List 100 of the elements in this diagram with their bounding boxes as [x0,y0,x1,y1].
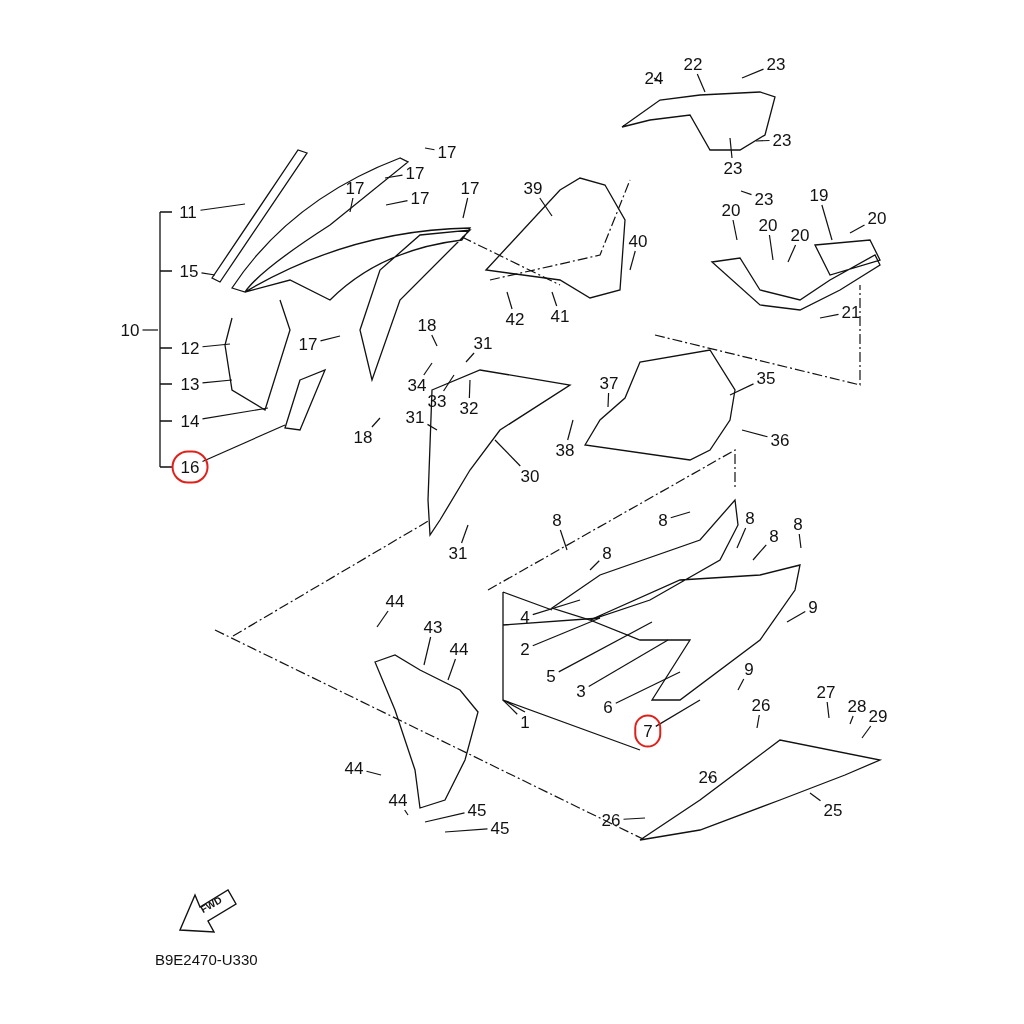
leader-line [849,224,866,234]
callout-number: 24 [644,69,664,87]
leader-line [444,828,489,833]
leader-line [199,203,246,211]
leader-line [729,137,733,159]
callout-number: 8 [769,527,779,545]
leader-line [861,725,872,739]
callout-number: 7 [634,714,662,748]
leader-line [809,792,822,802]
leader-line [768,234,774,261]
callout-number: 26 [698,768,718,786]
callout-number: 40 [628,232,648,250]
leader-line [200,272,216,276]
callout-number: 13 [180,375,200,393]
leader-line [655,699,701,727]
leader-line [588,639,669,688]
callout-number: 22 [683,55,703,73]
leader-line [629,250,636,271]
leader-line [532,617,601,647]
callout-number: 35 [756,369,776,387]
callout-number: 17 [298,335,318,353]
leader-line [826,701,830,719]
callout-number: 8 [745,509,755,527]
leader-line [201,379,233,384]
leader-line [447,658,457,681]
leader-line [787,244,797,263]
leader-line [442,374,455,392]
leader-line [404,809,409,816]
leader-line [424,147,436,151]
leader-line [741,68,765,79]
leader-line [494,439,521,467]
callout-number: 12 [180,339,200,357]
leader-line [141,329,159,331]
callout-number: 23 [723,159,743,177]
callout-number: 4 [520,608,530,626]
leader-line [615,671,681,704]
leader-line [567,419,574,441]
callout-number: 17 [460,179,480,197]
leader-line [424,812,466,823]
callout-number: 11 [179,203,197,221]
leader-line [849,715,854,725]
leader-line [462,197,469,219]
callout-number: 15 [179,262,199,280]
callout-number: 44 [385,592,405,610]
leader-line [384,174,404,179]
leader-line [559,529,568,551]
callout-number: 23 [754,190,774,208]
callout-number: 20 [790,226,810,244]
callout-number: 1 [520,713,530,731]
callout-number: 17 [345,179,365,197]
callout-number: 31 [473,334,493,352]
leader-line [371,417,381,428]
callout-number: 8 [793,515,803,533]
callout-number: 26 [601,811,621,829]
callout-number: 45 [490,819,510,837]
leader-line [622,817,646,820]
leader-line [349,197,354,213]
leader-line [426,423,438,431]
callout-number: 31 [448,544,468,562]
leader-line [755,139,771,142]
leader-line [786,610,806,623]
callout-number: 3 [576,682,586,700]
callout-number: 18 [353,428,373,446]
callout-number: 23 [766,55,786,73]
callout-number: 34 [407,376,427,394]
callout-number: 41 [550,307,570,325]
leader-line [201,407,269,420]
leader-line [460,524,469,544]
callout-number: 31 [405,408,425,426]
callout-number: 44 [449,640,469,658]
callout-number: 44 [344,759,364,777]
leader-line [201,343,231,348]
leader-line [558,621,653,673]
leader-line [696,73,706,93]
leader-line [737,678,745,691]
leader-line [502,699,518,715]
leader-line [589,560,600,571]
leader-line [752,544,767,561]
callout-number: 28 [847,697,867,715]
leader-line [468,379,471,399]
leader-line [819,313,840,319]
callout-number: 8 [602,544,612,562]
leader-line [465,352,475,363]
callout-number: 29 [868,707,888,725]
callout-number: 14 [180,412,200,430]
leader-line [431,334,438,347]
part-code: B9E2470-U330 [155,952,258,967]
leader-line [741,429,769,438]
leader-line [365,770,382,776]
leader-line [201,424,286,463]
callout-number: 9 [744,660,754,678]
leader-line [740,190,753,196]
leader-line [385,199,409,206]
callout-number: 20 [721,201,741,219]
callout-number: 23 [772,131,792,149]
leader-line [532,599,581,616]
callout-number: 17 [410,189,430,207]
callout-number: 9 [808,598,818,616]
callout-number: 38 [555,441,575,459]
leader-line [756,714,760,729]
